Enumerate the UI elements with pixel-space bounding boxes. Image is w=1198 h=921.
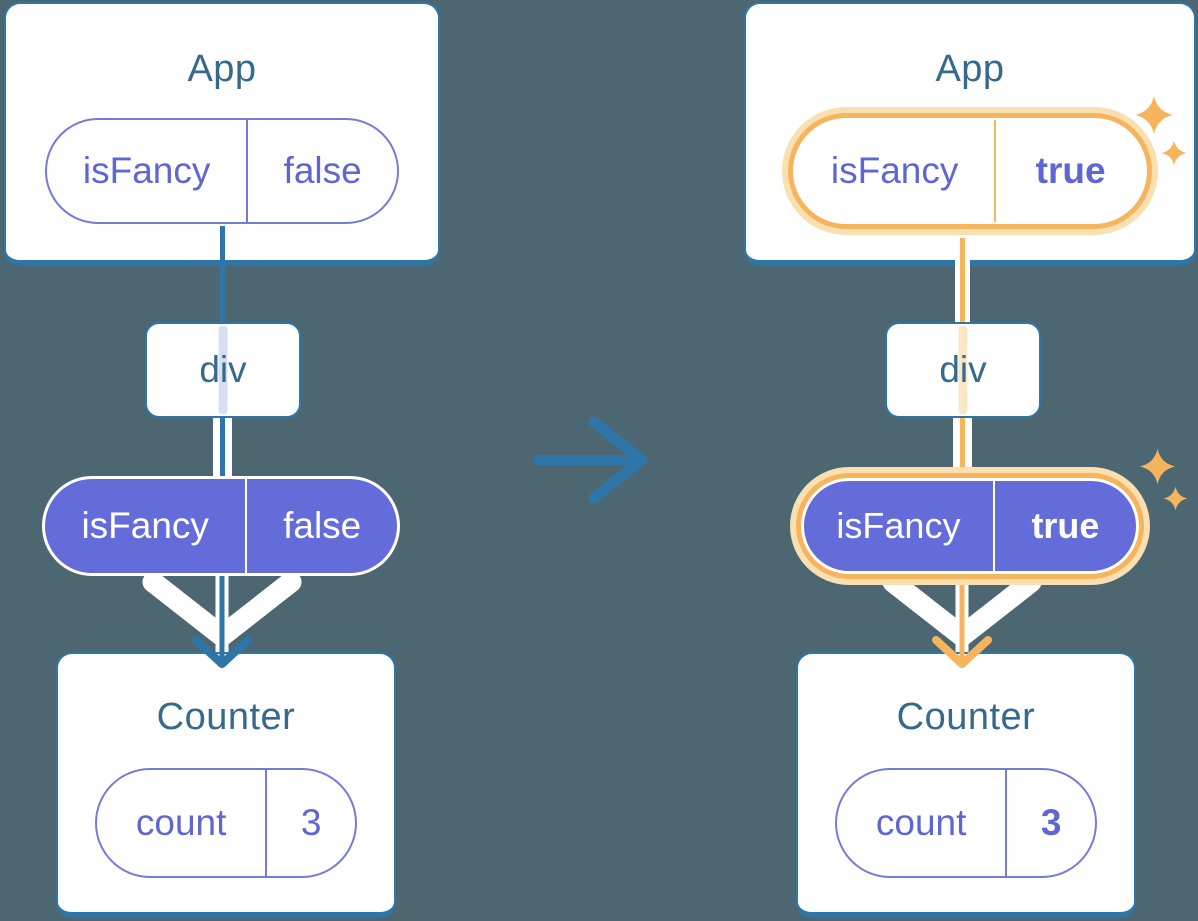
component-title: Counter (156, 696, 296, 738)
sparkle-icon (1163, 486, 1188, 511)
prop-value: true (1035, 150, 1106, 191)
tree-before: App isFancy false div isFancy false Coun… (0, 0, 460, 921)
connector-div-to-prop (220, 418, 225, 482)
sparkle-icon (1135, 96, 1173, 134)
div-label: div (939, 349, 987, 390)
prop-value: false (283, 150, 362, 191)
arrow-down-icon (882, 574, 1042, 668)
state-name: count (837, 770, 1008, 876)
app-component-card: App isFancy false (4, 2, 440, 266)
counter-component-card: Counter count 3 (56, 652, 396, 918)
sparkle-icon (1139, 448, 1176, 485)
connector-div-to-prop (960, 418, 965, 482)
prop-name: isFancy (47, 120, 249, 222)
component-title: Counter (896, 696, 1036, 738)
prop-name: isFancy (45, 479, 248, 573)
prop-name: isFancy (795, 120, 997, 222)
prop-pill-isfancy: isFancy false (45, 118, 399, 224)
arrow-down-icon (142, 574, 302, 668)
div-label: div (199, 349, 247, 390)
connector-through-div (958, 326, 968, 414)
arrow-right-icon (533, 416, 648, 504)
prop-name: isFancy (804, 481, 995, 571)
connector-through-div (218, 326, 228, 414)
state-name: count (97, 770, 268, 876)
state-value: 3 (1040, 802, 1062, 843)
div-element-box: div (885, 322, 1041, 418)
prop-pill-isfancy-highlighted: isFancy true (793, 118, 1147, 224)
state-pill-count: count 3 (95, 768, 357, 878)
component-title: App (187, 48, 257, 90)
prop-value: true (1031, 505, 1100, 546)
div-element-box: div (145, 322, 301, 418)
counter-component-card: Counter count 3 (796, 652, 1136, 918)
sparkle-icon (1161, 140, 1187, 166)
prop-value: false (283, 505, 362, 546)
state-value: 3 (300, 802, 322, 843)
passed-prop-pill: isFancy false (42, 476, 400, 576)
component-title: App (935, 48, 1005, 90)
passed-prop-pill-highlighted: isFancy true (801, 478, 1139, 574)
tree-after: App isFancy true div isFancy true Counte (740, 0, 1198, 921)
connector-app-to-div (960, 238, 965, 322)
app-component-card: App isFancy true (744, 2, 1196, 266)
state-pill-count: count 3 (835, 768, 1097, 878)
connector-app-to-div (220, 226, 225, 322)
